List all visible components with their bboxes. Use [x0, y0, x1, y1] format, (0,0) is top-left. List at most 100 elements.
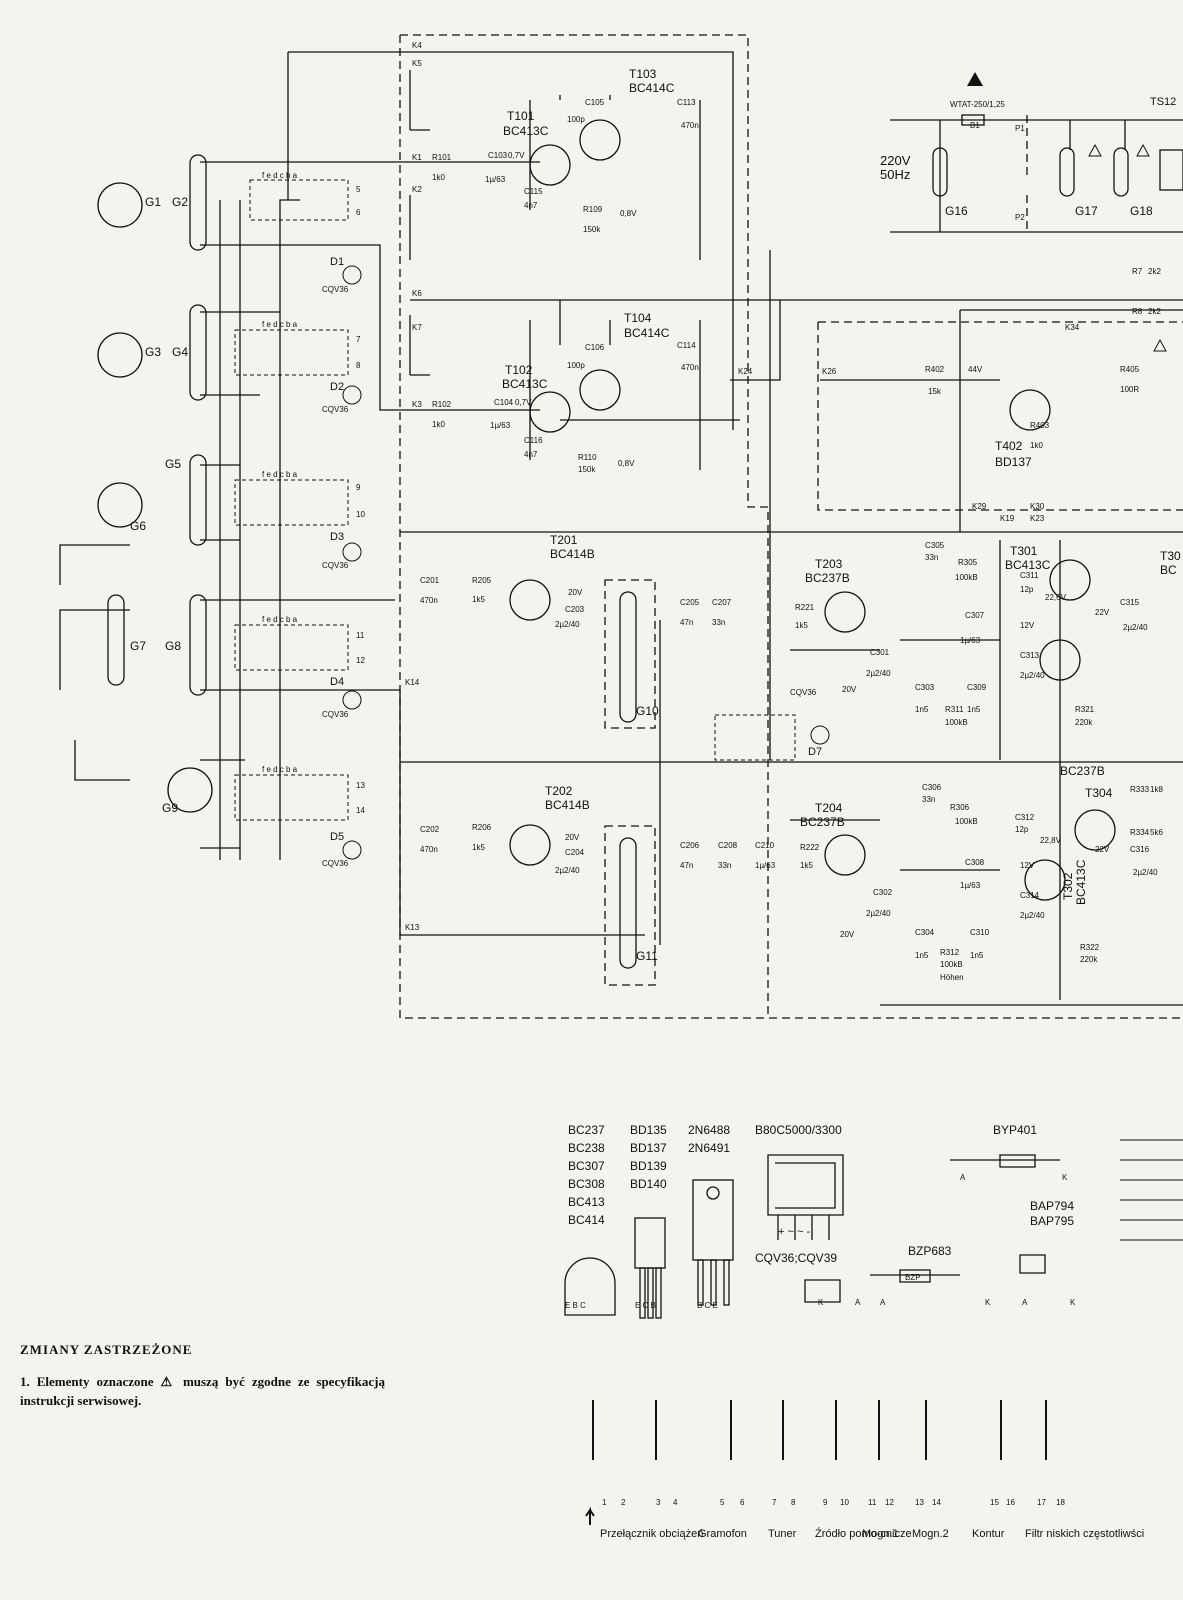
svg-text:CQV36: CQV36 — [322, 285, 349, 294]
warning-icon — [967, 72, 983, 86]
svg-text:BC414C: BC414C — [629, 81, 675, 95]
svg-text:1k5: 1k5 — [472, 843, 485, 852]
svg-text:C314: C314 — [1020, 891, 1040, 900]
svg-text:10: 10 — [356, 510, 365, 519]
svg-text:C113: C113 — [677, 98, 696, 107]
svg-text:C302: C302 — [873, 888, 893, 897]
svg-text:2µ2/40: 2µ2/40 — [866, 669, 891, 678]
svg-text:33n: 33n — [712, 618, 725, 627]
svg-text:12p: 12p — [1015, 825, 1029, 834]
svg-text:100kB: 100kB — [955, 817, 978, 826]
svg-text:BC414C: BC414C — [624, 326, 670, 340]
svg-text:20V: 20V — [565, 833, 580, 842]
svg-text:C210: C210 — [755, 841, 775, 850]
svg-text:7: 7 — [356, 335, 361, 344]
svg-text:BD135: BD135 — [630, 1123, 667, 1137]
svg-text:11: 11 — [868, 1498, 877, 1507]
svg-text:2µ2/40: 2µ2/40 — [1020, 911, 1045, 920]
svg-text:C103: C103 — [488, 151, 508, 160]
svg-text:12V: 12V — [1020, 621, 1035, 630]
svg-text:K29: K29 — [972, 502, 987, 511]
svg-text:0,7V: 0,7V — [508, 151, 525, 160]
svg-text:A: A — [1022, 1298, 1028, 1307]
svg-text:K14: K14 — [405, 678, 420, 687]
svg-text:BZP683: BZP683 — [908, 1244, 952, 1258]
svg-text:47n: 47n — [680, 861, 693, 870]
svg-text:D4: D4 — [330, 676, 344, 688]
svg-text:f e d c b a: f e d c b a — [262, 615, 298, 624]
svg-text:1µ/63: 1µ/63 — [755, 861, 776, 870]
svg-text:C304: C304 — [915, 928, 935, 937]
svg-text:11: 11 — [356, 631, 365, 640]
svg-text:f e d c b a: f e d c b a — [262, 470, 298, 479]
svg-text:A: A — [855, 1298, 861, 1307]
svg-text:R312: R312 — [940, 948, 960, 957]
svg-text:C202: C202 — [420, 825, 440, 834]
svg-text:100kB: 100kB — [945, 718, 968, 727]
svg-text:16: 16 — [1006, 1498, 1015, 1507]
svg-text:100R: 100R — [1120, 385, 1139, 394]
svg-text:C115: C115 — [524, 187, 543, 196]
svg-text:15k: 15k — [928, 387, 942, 396]
svg-text:C305: C305 — [925, 541, 945, 550]
warning-icon — [1136, 143, 1150, 157]
svg-text:BC413C: BC413C — [503, 124, 549, 138]
svg-text:17: 17 — [1037, 1498, 1046, 1507]
svg-text:T201: T201 — [550, 533, 578, 547]
svg-text:T402: T402 — [995, 439, 1023, 453]
svg-text:C310: C310 — [970, 928, 990, 937]
notes-heading: ZMIANY ZASTRZEŻONE — [20, 1342, 193, 1357]
svg-text:D2: D2 — [330, 381, 344, 393]
svg-text:R311: R311 — [945, 705, 964, 714]
svg-text:K24: K24 — [738, 367, 753, 376]
svg-text:BZP: BZP — [905, 1273, 921, 1282]
svg-text:D3: D3 — [330, 531, 344, 543]
svg-text:220k: 220k — [1075, 718, 1093, 727]
svg-text:K19: K19 — [1000, 514, 1015, 523]
svg-text:CQV36: CQV36 — [322, 859, 349, 868]
svg-text:BAP795: BAP795 — [1030, 1214, 1074, 1228]
svg-text:1k0: 1k0 — [432, 173, 445, 182]
svg-text:44V: 44V — [968, 365, 983, 374]
svg-text:Źródło pomo-cnicze: Źródło pomo-cnicze — [815, 1527, 912, 1540]
svg-text:2N6488: 2N6488 — [688, 1123, 730, 1137]
svg-text:K23: K23 — [1030, 514, 1045, 523]
svg-text:B80C5000/3300: B80C5000/3300 — [755, 1123, 842, 1137]
svg-text:50Hz: 50Hz — [880, 167, 910, 182]
svg-text:20V: 20V — [842, 685, 857, 694]
svg-text:T104: T104 — [624, 311, 652, 325]
svg-text:Gramofon: Gramofon — [698, 1528, 747, 1540]
svg-text:2k2: 2k2 — [1148, 267, 1161, 276]
svg-text:C203: C203 — [565, 605, 585, 614]
switch-blocks — [234, 179, 796, 821]
svg-text:1k5: 1k5 — [795, 621, 808, 630]
notes-section: ZMIANY ZASTRZEŻONE 1. Elementy oznaczone… — [20, 1342, 385, 1410]
svg-text:2: 2 — [621, 1498, 626, 1507]
svg-text:10: 10 — [840, 1498, 849, 1507]
svg-text:BC: BC — [1160, 563, 1177, 577]
svg-text:12p: 12p — [1020, 585, 1034, 594]
svg-text:C308: C308 — [965, 858, 985, 867]
svg-text:R305: R305 — [958, 558, 978, 567]
svg-text:14: 14 — [356, 806, 365, 815]
svg-text:BC414: BC414 — [568, 1213, 605, 1227]
svg-text:1k5: 1k5 — [800, 861, 813, 870]
svg-text:220V: 220V — [880, 153, 911, 168]
svg-text:G18: G18 — [1130, 204, 1153, 218]
labels: G1 G2 G3 G4 G5 G6 G7 G8 G9 G10 G11 G16 G… — [130, 41, 1181, 982]
svg-text:R333: R333 — [1130, 785, 1150, 794]
svg-text:6: 6 — [740, 1498, 745, 1507]
svg-text:BC307: BC307 — [568, 1159, 605, 1173]
svg-text:2k2: 2k2 — [1148, 307, 1161, 316]
svg-text:K5: K5 — [412, 59, 422, 68]
svg-text:B C E: B C E — [697, 1301, 718, 1310]
svg-text:1µ/63: 1µ/63 — [960, 881, 981, 890]
svg-text:f e d c b a: f e d c b a — [262, 171, 298, 180]
svg-text:T102: T102 — [505, 363, 533, 377]
svg-text:470n: 470n — [420, 596, 438, 605]
svg-text:+ ~ ~ -: + ~ ~ - — [778, 1226, 810, 1238]
svg-text:1k0: 1k0 — [1030, 441, 1043, 450]
svg-text:K6: K6 — [412, 289, 422, 298]
svg-text:C316: C316 — [1130, 845, 1150, 854]
